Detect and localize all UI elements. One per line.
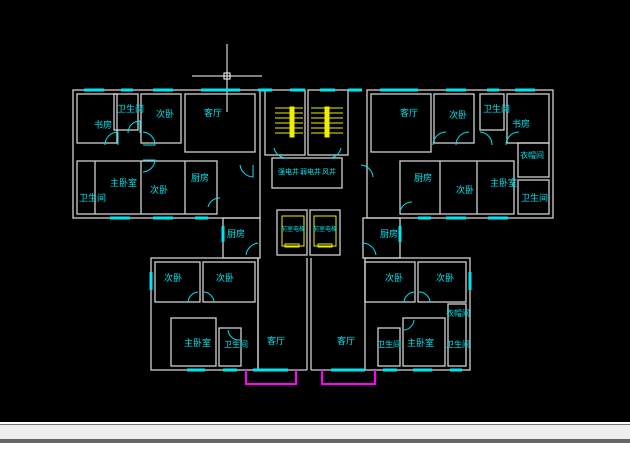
room-label: 厨房 xyxy=(414,172,432,184)
room-labels: 书房 卫生间 次卧 客厅 主卧室 次卧 厨房 卫生间 强电井 弱电井 风井 前室… xyxy=(79,103,548,349)
room-label: 卫生间 xyxy=(377,339,401,349)
room-label: 衣帽间 xyxy=(520,150,544,160)
room-label: 弱电井 xyxy=(300,167,321,176)
room-label: 主卧室 xyxy=(110,177,137,189)
room-label: 风井 xyxy=(322,167,336,176)
room-label: 次卧 xyxy=(456,184,474,196)
crosshair-cursor xyxy=(192,44,262,112)
floor-plan: 书房 卫生间 次卧 客厅 主卧室 次卧 厨房 卫生间 强电井 弱电井 风井 前室… xyxy=(72,44,554,385)
room-label: 次卧 xyxy=(436,272,454,284)
room-label: 客厅 xyxy=(337,335,355,347)
room-label: 厨房 xyxy=(227,228,245,240)
room-label: 卫生间 xyxy=(521,192,548,204)
room-label: 次卧 xyxy=(449,109,467,121)
room-label: 厨房 xyxy=(380,228,398,240)
room-label: 书房 xyxy=(512,118,530,130)
room-label: 主卧室 xyxy=(184,337,211,349)
room-label: 客厅 xyxy=(204,107,222,119)
room-label: 次卧 xyxy=(216,272,234,284)
room-label: 卫生间 xyxy=(224,339,248,349)
room-label: 次卧 xyxy=(164,272,182,284)
room-label: 次卧 xyxy=(150,184,168,196)
stairs xyxy=(275,106,343,248)
horizontal-scrollbar[interactable] xyxy=(0,439,630,443)
balconies xyxy=(245,370,376,385)
room-label: 卫生间 xyxy=(446,339,470,349)
room-label: 次卧 xyxy=(156,108,174,120)
room-label: 卫生间 xyxy=(117,103,144,115)
walls xyxy=(72,89,554,371)
windows xyxy=(84,88,535,372)
room-label: 主卧室 xyxy=(490,177,517,189)
room-label: 次卧 xyxy=(385,272,403,284)
room-label: 厨房 xyxy=(191,172,209,184)
room-label: 卫生间 xyxy=(79,192,106,204)
room-label: 强电井 xyxy=(278,167,299,176)
room-label: 主卧室 xyxy=(407,337,434,349)
room-label: 书房 xyxy=(94,119,112,131)
cad-drawing-canvas[interactable]: 书房 卫生间 次卧 客厅 主卧室 次卧 厨房 卫生间 强电井 弱电井 风井 前室… xyxy=(0,0,630,422)
doors xyxy=(104,120,520,341)
room-label: 前室电梯 xyxy=(313,225,337,233)
room-label: 前室电梯 xyxy=(281,225,305,233)
room-label: 客厅 xyxy=(400,107,418,119)
room-label: 卫生间 xyxy=(483,103,510,115)
room-label: 客厅 xyxy=(267,335,285,347)
room-label: 衣帽间 xyxy=(446,308,470,318)
status-bar xyxy=(0,424,630,440)
